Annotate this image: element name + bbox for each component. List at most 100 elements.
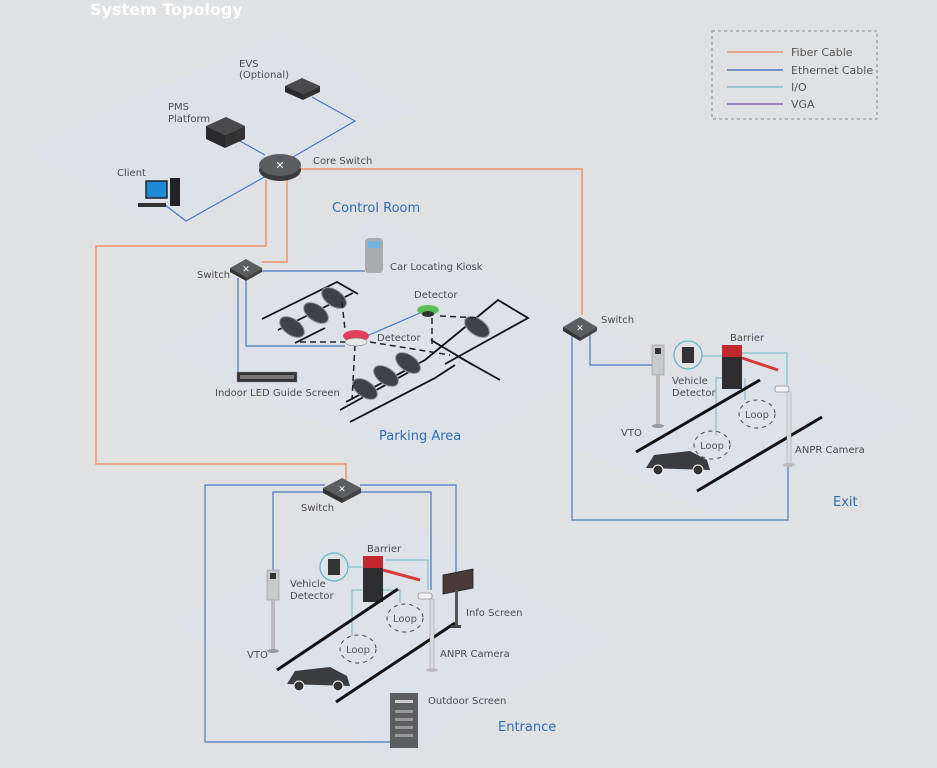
exit-label: Exit <box>833 495 858 510</box>
page-title: System Topology <box>90 0 243 19</box>
parking-area-zone <box>160 215 640 470</box>
parking-switch[interactable]: ✕ <box>230 259 262 281</box>
legend: Fiber Cable Ethernet Cable I/O VGA <box>711 30 878 120</box>
exit-loop-2: Loop <box>693 430 731 460</box>
evs-device[interactable] <box>285 78 320 100</box>
detector-green[interactable] <box>417 305 439 317</box>
eth-ent-switch-outdoor <box>204 484 390 743</box>
svg-text:Loop: Loop <box>700 441 724 452</box>
io-ent-barrier-loop1 <box>383 589 401 603</box>
entrance-loop-1: Loop <box>386 603 424 633</box>
exit-zone <box>560 330 920 520</box>
exit-vto-label: VTO <box>621 428 642 439</box>
exit-car <box>646 451 710 476</box>
switch-arrows-icon: ✕ <box>242 264 250 274</box>
svg-text:Loop: Loop <box>393 614 417 625</box>
exit-lane-lines <box>635 378 823 493</box>
car-icon <box>464 316 490 338</box>
outdoor-screen-label: Outdoor Screen <box>428 696 506 707</box>
kiosk-screen-icon <box>368 241 380 248</box>
eth-ent-switch-info <box>360 484 457 580</box>
car-icon <box>279 316 305 338</box>
client-computer[interactable] <box>138 178 180 207</box>
pms-label: PMS <box>168 102 189 113</box>
core-switch[interactable]: ✕ <box>259 154 301 181</box>
indoor-led-guide-screen[interactable] <box>236 371 298 383</box>
client-label: Client <box>117 168 146 179</box>
entrance-anpr-camera[interactable] <box>417 592 438 672</box>
exit-switch[interactable]: ✕ <box>563 317 597 341</box>
outdoor-screen[interactable] <box>390 693 418 748</box>
entrance-vehicle-detector[interactable] <box>319 552 349 582</box>
pms-sublabel: Platform <box>168 114 210 125</box>
detector-red-label: Detector <box>377 333 421 344</box>
car-icon <box>321 287 347 309</box>
car-locating-kiosk[interactable] <box>365 238 383 273</box>
eth-exit-switch-vto <box>589 335 655 366</box>
pms-platform-device[interactable] <box>206 117 245 148</box>
exit-barrier[interactable] <box>722 345 779 389</box>
io-exit-barrier-anpr <box>740 352 788 385</box>
eth-exit-switch-anpr <box>571 335 789 521</box>
led-screen-label: Indoor LED Guide Screen <box>215 388 340 399</box>
exit-barrier-label: Barrier <box>730 333 765 344</box>
ethernet-cables <box>164 96 789 743</box>
exit-switch-label: Switch <box>601 315 634 326</box>
switch-arrows-icon: ✕ <box>576 323 584 333</box>
svg-text:Loop: Loop <box>745 410 769 421</box>
detector-green-label: Detector <box>414 290 458 301</box>
entrance-anpr-label: ANPR Camera <box>440 649 510 660</box>
entrance-lane-lines <box>276 587 456 704</box>
legend-vga-label: VGA <box>791 98 815 111</box>
info-screen-label: Info Screen <box>466 608 522 619</box>
entrance-vto[interactable] <box>266 569 280 653</box>
entrance-vehicle-detector-label-1: Vehicle <box>290 579 326 590</box>
eth-client-core <box>164 174 269 222</box>
fiber-core-to-entrance-switch <box>95 180 347 480</box>
eth-detector-detector <box>361 312 421 339</box>
switch-arrows-icon: ✕ <box>338 484 346 494</box>
entrance-switch-label: Switch <box>301 503 334 514</box>
fiber-core-to-exit-switch <box>300 168 583 315</box>
eth-evs-core <box>292 96 357 158</box>
entrance-barrier-label: Barrier <box>367 544 402 555</box>
legend-io-label: I/O <box>791 81 807 94</box>
legend-fiber-label: Fiber Cable <box>791 46 853 59</box>
exit-anpr-camera[interactable] <box>774 385 795 467</box>
svg-text:Loop: Loop <box>346 645 370 656</box>
car-icon <box>395 352 421 374</box>
evs-label: EVS <box>239 59 259 70</box>
parked-cars <box>279 287 490 400</box>
eth-ent-switch-vto <box>272 491 330 570</box>
car-icon <box>373 365 399 387</box>
barrier-arm <box>741 356 779 372</box>
exit-loop-1: Loop <box>738 399 776 429</box>
core-switch-label: Core Switch <box>313 156 372 167</box>
exit-vto[interactable] <box>651 344 665 428</box>
fiber-cables <box>95 168 583 480</box>
entrance-label: Entrance <box>498 720 556 735</box>
switch-arrows-icon: ✕ <box>275 160 284 172</box>
entrance-zone <box>170 510 610 760</box>
monitor-icon <box>145 180 168 199</box>
entrance-loop-2: Loop <box>339 634 377 664</box>
fiber-core-to-parking-switch <box>262 180 288 263</box>
info-screen[interactable] <box>442 568 474 628</box>
exit-vehicle-detector-label-2: Detector <box>672 388 716 399</box>
entrance-car <box>287 667 350 692</box>
evs-sublabel: (Optional) <box>239 70 289 81</box>
entrance-vehicle-detector-label-2: Detector <box>290 591 334 602</box>
exit-vehicle-detector[interactable] <box>673 340 703 370</box>
eth-pms-core <box>237 139 266 156</box>
control-room-label: Control Room <box>332 201 420 216</box>
detector-red[interactable] <box>343 330 369 347</box>
barrier-arm <box>382 568 421 582</box>
kiosk-label: Car Locating Kiosk <box>390 262 483 273</box>
detection-lines <box>300 301 481 401</box>
entrance-barrier[interactable] <box>363 556 421 602</box>
entrance-vto-label: VTO <box>247 650 268 661</box>
parking-switch-label: Switch <box>197 270 230 281</box>
entrance-switch[interactable]: ✕ <box>323 478 361 503</box>
eth-ent-switch-anpr <box>355 491 432 590</box>
